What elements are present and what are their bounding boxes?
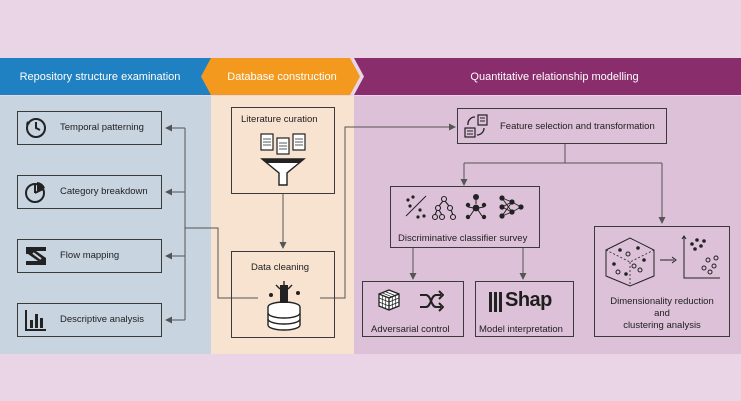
shap-logo-icon: [489, 292, 502, 312]
feature-transform-icon: [464, 114, 488, 138]
dimensionality-reduction-icon: [605, 235, 720, 287]
adversarial-control-box: [362, 281, 464, 337]
model-interpretation-label: Model interpretation: [479, 324, 563, 335]
database-cleaning-icon: [267, 281, 301, 331]
shap-logo-text: Shap: [505, 289, 552, 311]
literature-curation-box: [231, 107, 335, 194]
classifier-models-icon: [405, 194, 524, 221]
descriptive-analysis-label: Descriptive analysis: [60, 314, 144, 325]
dimred-label-line3: clustering analysis: [623, 320, 701, 331]
temporal-patterning-label: Temporal patterning: [60, 122, 144, 133]
left-panel: [0, 96, 211, 354]
temporal-patterning-box: [17, 111, 162, 145]
dimred-label-line2: and: [654, 308, 670, 319]
document-funnel-icon: [260, 133, 306, 186]
pie-chart-icon: [25, 182, 45, 203]
shuffle-icon: [420, 290, 444, 312]
clock-cycle-icon: [26, 118, 46, 138]
data-cleaning-label: Data cleaning: [251, 262, 310, 273]
category-breakdown-label: Category breakdown: [60, 186, 148, 197]
category-breakdown-box: [17, 175, 162, 209]
dimensionality-reduction-box: [594, 226, 730, 337]
rubiks-cube-icon: [378, 289, 400, 311]
literature-curation-label: Literature curation: [241, 114, 318, 125]
classifier-survey-box: [390, 186, 540, 248]
bar-chart-icon: [25, 310, 46, 331]
feature-selection-label: Feature selection and transformation: [500, 121, 655, 132]
sankey-flow-icon: [26, 247, 46, 265]
classifier-survey-label: Discriminative classifier survey: [398, 233, 528, 244]
header-repository-structure: Repository structure examination: [19, 70, 181, 83]
header-database-construction: Database construction: [227, 70, 337, 83]
flow-mapping-box: [17, 239, 162, 273]
flow-mapping-label: Flow mapping: [60, 250, 120, 261]
dimred-label-line1: Dimensionality reduction: [610, 296, 714, 307]
right-panel: [354, 96, 741, 354]
header-quantitative-modelling: Quantitative relationship modelling: [470, 70, 639, 83]
model-interpretation-box: [475, 281, 574, 337]
feature-selection-box: [457, 108, 667, 144]
data-cleaning-box: [231, 251, 335, 338]
descriptive-analysis-box: [17, 303, 162, 337]
adversarial-control-label: Adversarial control: [371, 324, 450, 335]
